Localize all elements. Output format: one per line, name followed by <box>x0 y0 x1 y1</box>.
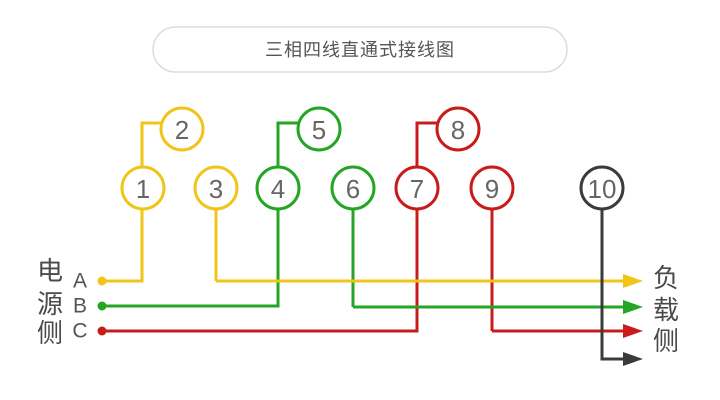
wire-phase-b-source <box>102 188 280 308</box>
source-dot-phase-b <box>97 301 107 311</box>
load-arrow-phase-a <box>623 274 643 288</box>
load-side-label-char-2: 侧 <box>653 326 679 356</box>
source-dot-phase-a <box>97 276 107 286</box>
terminal-2-circle <box>159 106 205 152</box>
terminal-8-number: 8 <box>451 115 465 145</box>
terminal-9-number: 9 <box>485 174 499 204</box>
wire-phase-a-source <box>102 188 144 283</box>
source-side-label-char-2: 侧 <box>37 318 63 348</box>
source-dot-phase-c <box>97 326 107 336</box>
terminal-9-circle <box>469 165 515 211</box>
terminal-6-number: 6 <box>346 174 360 204</box>
terminal-8-circle <box>435 106 481 152</box>
terminal-1-number: 1 <box>136 174 150 204</box>
terminal-4-number: 4 <box>271 174 285 204</box>
phase-letter-A: A <box>73 270 87 293</box>
terminal-7-number: 7 <box>410 174 424 204</box>
terminal-6-circle <box>330 165 376 211</box>
terminal-5-number: 5 <box>312 115 326 145</box>
terminal-3-circle <box>193 165 239 211</box>
terminal-10-circle <box>579 165 625 211</box>
load-arrow-phase-c <box>623 324 643 338</box>
phase-letter-B: B <box>73 295 87 318</box>
terminal-5-circle <box>296 106 342 152</box>
wire-neutral <box>600 188 625 361</box>
diagram-title: 三相四线直通式接线图 <box>265 40 455 60</box>
wire-phase-c-source <box>102 188 419 333</box>
terminal-10-number: 10 <box>588 174 617 204</box>
terminal-1-circle <box>120 165 166 211</box>
terminal-7-circle <box>394 165 440 211</box>
source-side-label-char-0: 电 <box>37 256 63 286</box>
terminal-4-circle <box>255 165 301 211</box>
title-pill <box>152 26 568 73</box>
terminal-3-number: 3 <box>209 174 223 204</box>
source-side-label-char-1: 源 <box>37 289 63 319</box>
load-arrow-phase-b <box>623 300 643 314</box>
load-side-label-char-1: 载 <box>653 295 679 325</box>
load-arrow-phase-n <box>623 352 643 366</box>
phase-letter-C: C <box>72 320 87 343</box>
load-side-label-char-0: 负 <box>653 263 679 293</box>
terminal-2-number: 2 <box>175 115 189 145</box>
